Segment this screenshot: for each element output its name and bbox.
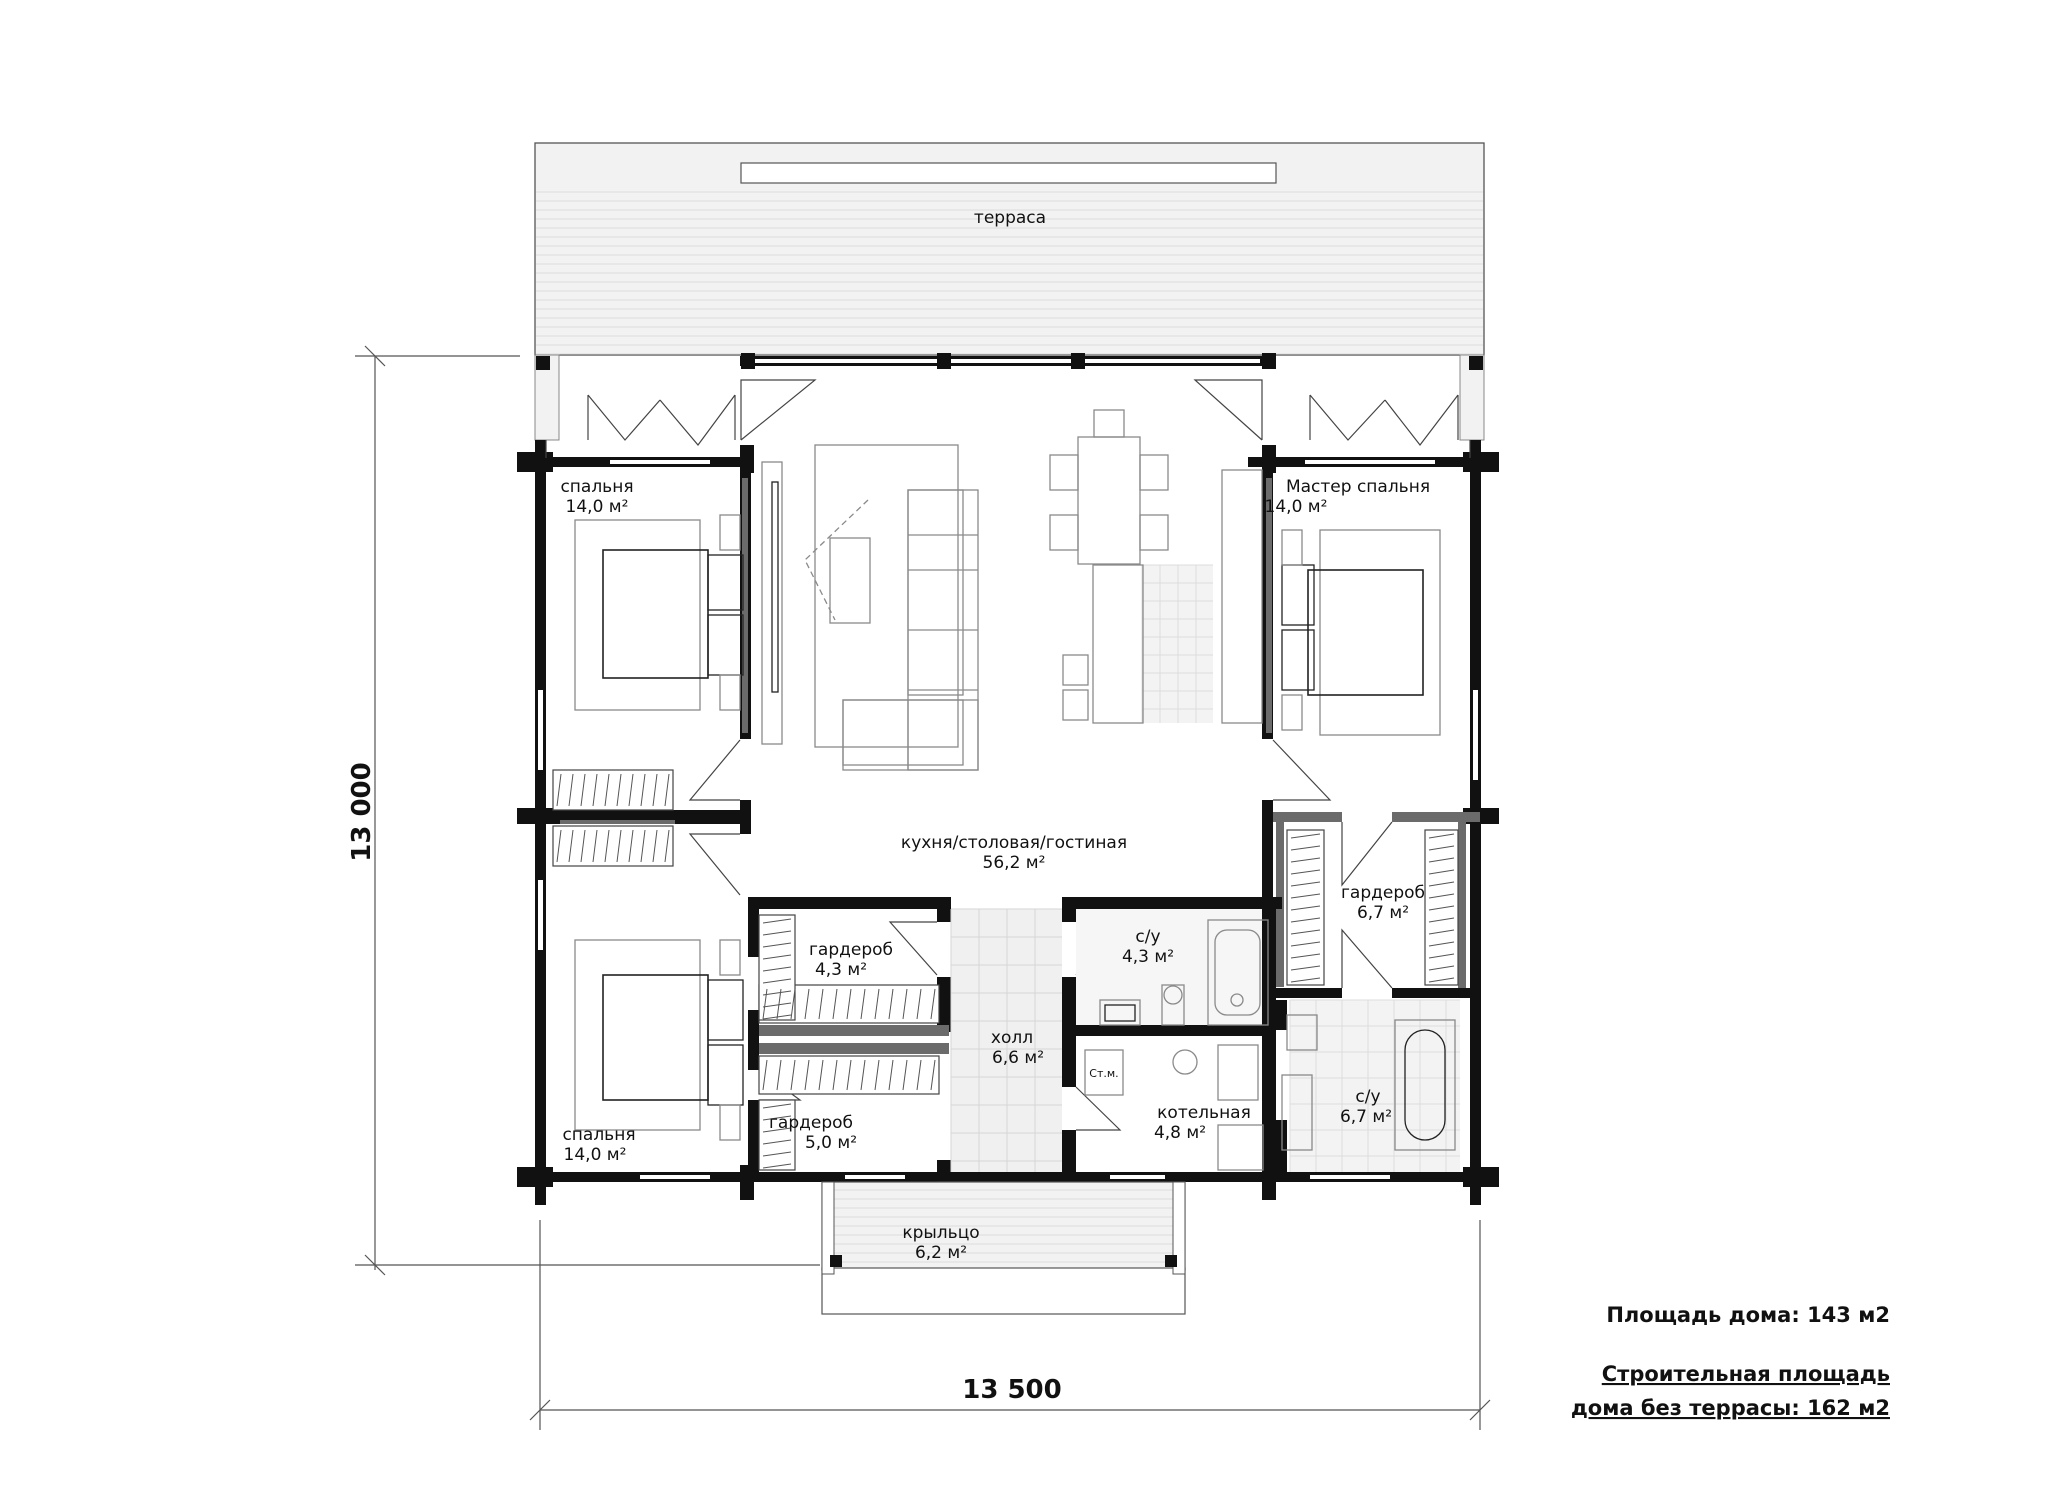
width-dimension: 13 500 [962,1375,1062,1405]
wardrobe2-name: гардероб [1341,883,1425,903]
building-area-line2: дома без террасы: 162 м2 [1571,1396,1890,1420]
wardrobe2-area: 6,7 м² [1357,903,1409,923]
area-notes: Площадь дома: 143 м2 Строительная площад… [1571,1303,1890,1420]
living-area: 56,2 м² [983,853,1046,873]
master-name: Мастер спальня [1286,477,1430,497]
bedroom2-area: 14,0 м² [564,1145,627,1165]
wardrobe3-area: 5,0 м² [805,1133,857,1153]
porch-name: крыльцо [902,1223,979,1243]
building-area-line1: Строительная площадь [1602,1362,1890,1386]
room-labels: терраса спальня 14,0 м² Мастер спальня 1… [560,208,1430,1263]
boiler-name: котельная [1157,1103,1251,1123]
master-area: 14,0 м² [1265,497,1328,517]
boiler-area: 4,8 м² [1154,1123,1206,1143]
wardrobe1-area: 4,3 м² [815,960,867,980]
height-dimension: 13 000 [347,762,377,862]
dimension-lines [355,345,1491,1430]
wardrobe3-name: гардероб [769,1113,853,1133]
hall-floor [950,564,1460,1172]
wc2-area: 6,7 м² [1340,1107,1392,1127]
wc2-name: с/у [1355,1087,1380,1107]
washer-label: Ст.м. [1089,1067,1118,1080]
furniture [574,409,1456,1171]
interior-walls [546,467,1480,1182]
house-area-note: Площадь дома: 143 м2 [1606,1303,1890,1327]
terrace-name: терраса [974,208,1046,228]
wc1-area: 4,3 м² [1122,947,1174,967]
porch [821,1181,1186,1315]
porch-area: 6,2 м² [915,1243,967,1263]
windows [545,440,1471,458]
living-name: кухня/столовая/гостиная [901,833,1127,853]
bedroom1-area: 14,0 м² [566,497,629,517]
wardrobe1-name: гардероб [809,940,893,960]
terrace [534,142,1485,441]
hall-name: холл [991,1028,1033,1048]
hall-area: 6,6 м² [992,1048,1044,1068]
dimension-labels: 13 000 13 500 [347,762,1062,1405]
bedroom1-name: спальня [560,477,633,497]
wc1-name: с/у [1135,927,1160,947]
bedroom2-name: спальня [562,1125,635,1145]
wardrobe-shelves [552,769,1459,1171]
